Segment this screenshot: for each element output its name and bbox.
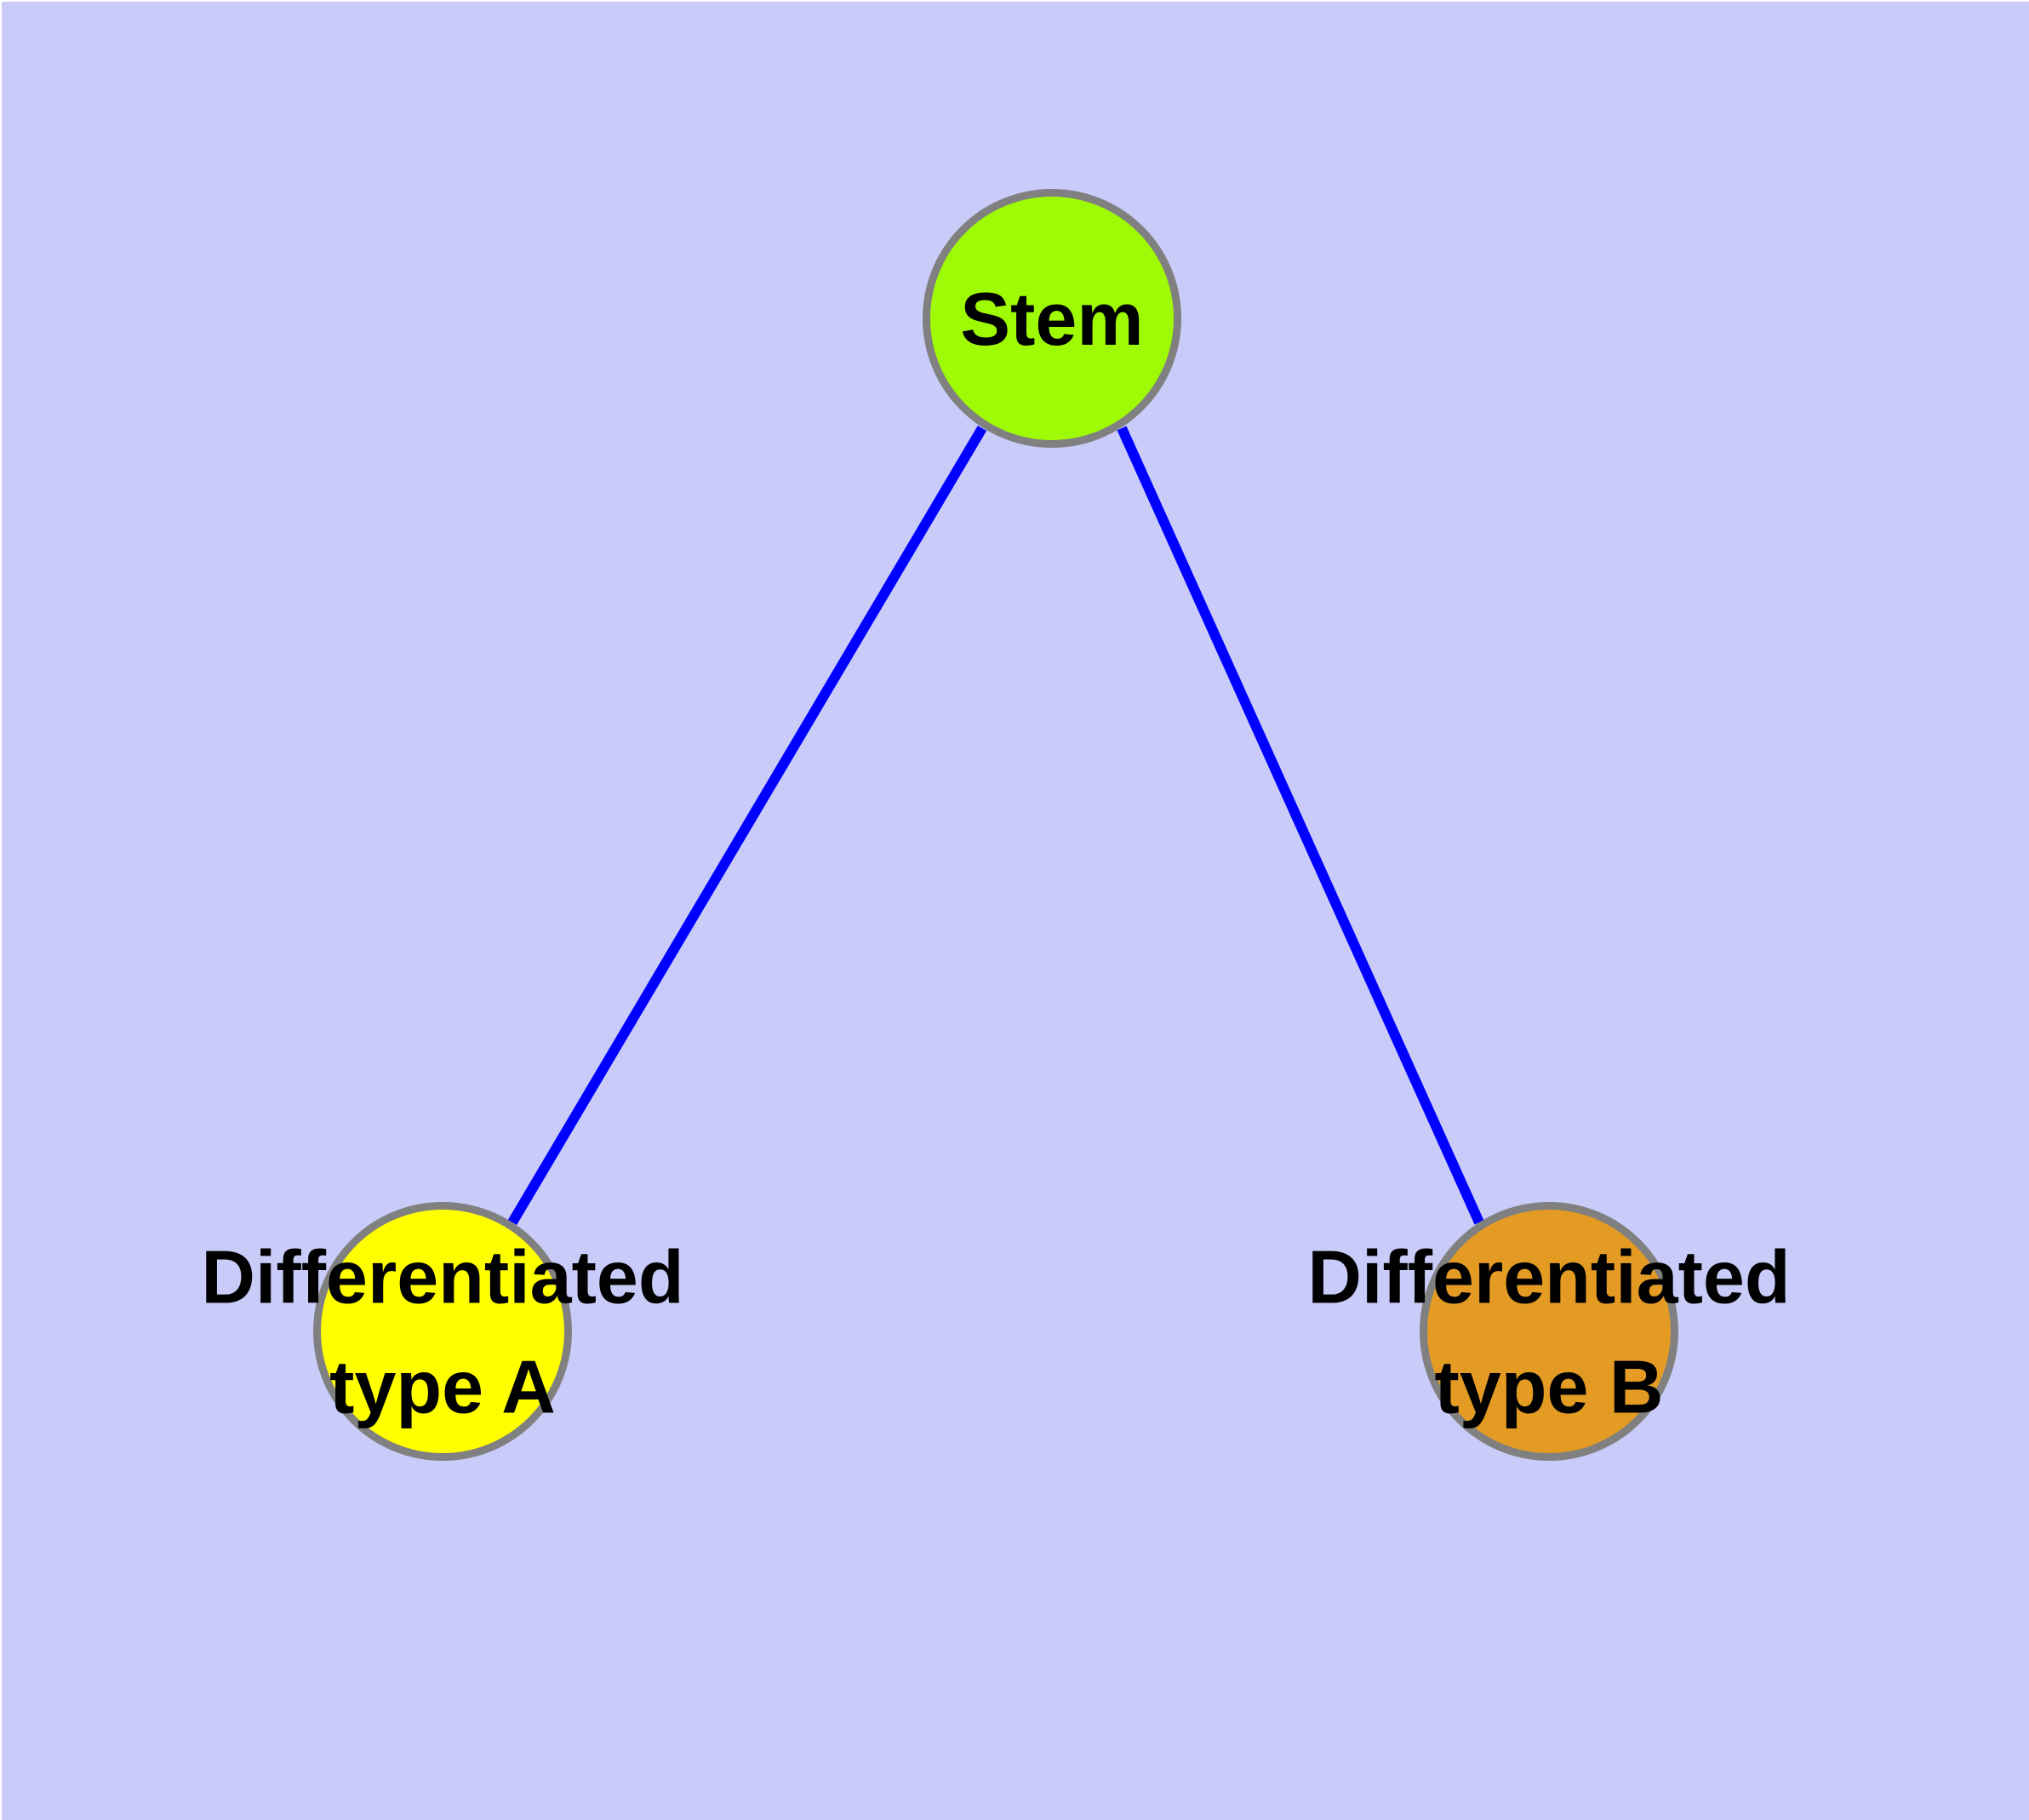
- label-layer: Stem Differentiated type A Differentiate…: [201, 277, 1790, 1429]
- edge-layer: [507, 425, 1484, 1226]
- node-differentiated-type-a[interactable]: [313, 1202, 572, 1461]
- edge-stem-to-differentiated-type-b[interactable]: [1117, 426, 1484, 1225]
- node-stem-circle[interactable]: [923, 189, 1181, 448]
- node-stem[interactable]: [923, 189, 1181, 448]
- node-differentiated-type-b-label-line-2: type B: [1435, 1344, 1664, 1428]
- node-differentiated-type-b-label-line-1: Differentiated: [1307, 1234, 1790, 1319]
- node-layer: [313, 189, 1678, 1461]
- node-differentiated-type-a-circle[interactable]: [313, 1202, 572, 1461]
- node-differentiated-type-a-label-line-1: Differentiated: [201, 1234, 683, 1319]
- edge-stem-to-differentiated-type-a[interactable]: [507, 425, 987, 1226]
- node-differentiated-type-b[interactable]: [1420, 1202, 1678, 1461]
- node-differentiated-type-b-circle[interactable]: [1420, 1202, 1678, 1461]
- node-stem-label-line-1: Stem: [960, 277, 1143, 361]
- node-differentiated-type-a-label-line-2: type A: [329, 1344, 556, 1428]
